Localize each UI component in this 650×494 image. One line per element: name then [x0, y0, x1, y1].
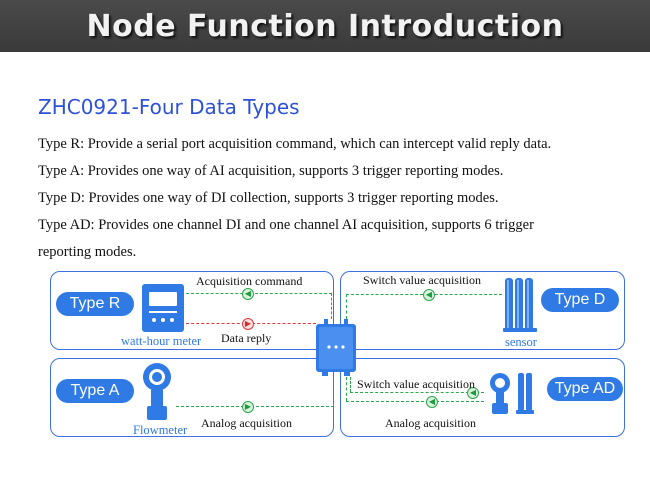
- switch-value-label-ad: Switch value acquisition: [357, 377, 475, 391]
- acquisition-command-drop: [331, 293, 332, 319]
- type-a-label: Type A: [56, 379, 134, 403]
- header-banner: Node Function Introduction: [0, 0, 650, 52]
- analog-line-ad: [346, 401, 484, 402]
- switch-value-drop-d: [346, 294, 347, 319]
- analog-acquisition-line-a: [176, 406, 334, 407]
- acquisition-command-line: [186, 293, 332, 294]
- type-d-label: Type D: [541, 288, 619, 312]
- panel-type-d: [340, 271, 625, 350]
- ad-devices-icon: [490, 373, 534, 414]
- page-title: Node Function Introduction: [86, 8, 564, 44]
- acquisition-command-label: Acquisition command: [196, 274, 303, 288]
- description-type-a: Type A: Provides one way of AI acquisiti…: [38, 163, 504, 179]
- description-type-ad: Type AD: Provides one channel DI and one…: [38, 217, 534, 233]
- switch-value-drop-ad: [350, 377, 351, 392]
- arrow-left-icon: ◀: [242, 288, 254, 300]
- arrow-right-icon: ▶: [242, 318, 254, 330]
- analog-acquisition-drop-a: [333, 377, 334, 406]
- watt-hour-meter-icon: [142, 284, 184, 332]
- sensor-icon: [503, 278, 537, 332]
- switch-value-label-d: Switch value acquisition: [363, 273, 481, 287]
- arrow-left-icon: ◀: [423, 289, 435, 301]
- panel-type-r: [50, 271, 334, 350]
- arrow-left-icon: ◀: [467, 387, 479, 399]
- section-subtitle: ZHC0921-Four Data Types: [38, 95, 300, 119]
- analog-acquisition-label-a: Analog acquisition: [201, 416, 292, 430]
- arrow-right-icon: ▶: [242, 401, 254, 413]
- flowmeter-icon: [143, 363, 171, 420]
- node-device-icon: [316, 319, 356, 376]
- description-type-d: Type D: Provides one way of DI collectio…: [38, 190, 499, 206]
- type-ad-label: Type AD: [547, 377, 623, 401]
- description-type-r: Type R: Provide a serial port acquisitio…: [38, 136, 552, 152]
- type-r-label: Type R: [56, 292, 134, 316]
- data-reply-label: Data reply: [221, 331, 272, 345]
- analog-label-ad: Analog acquisition: [385, 416, 476, 430]
- analog-drop-ad: [346, 377, 347, 401]
- flowmeter-label: Flowmeter: [133, 423, 188, 437]
- panel-type-ad: [340, 358, 625, 437]
- description-type-ad-cont: reporting modes.: [38, 244, 137, 260]
- watt-hour-meter-label: watt-hour meter: [121, 334, 202, 348]
- sensor-label: sensor: [505, 335, 537, 349]
- arrow-left-icon: ◀: [426, 396, 438, 408]
- switch-value-line-ad: [350, 392, 484, 393]
